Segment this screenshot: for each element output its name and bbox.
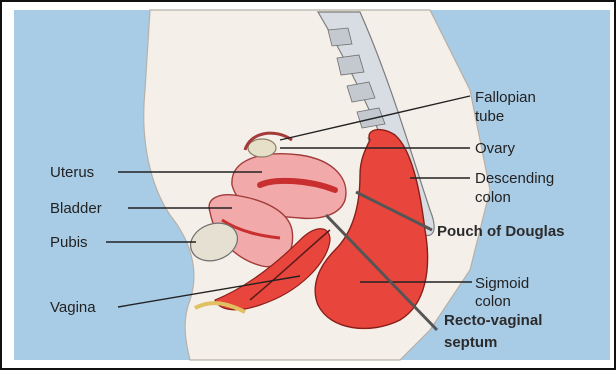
label-descending-line2: colon xyxy=(475,189,511,206)
label-sigmoid-line2: colon xyxy=(475,293,511,310)
label-bladder: Bladder xyxy=(50,200,102,217)
label-fallopian-line2: tube xyxy=(475,108,504,125)
label-fallopian-line1: Fallopian xyxy=(475,89,536,106)
label-pouch-of-douglas: Pouch of Douglas xyxy=(437,223,565,240)
label-recto-vaginal-line1: Recto-vaginal xyxy=(444,312,542,329)
vertebra-2 xyxy=(337,55,364,75)
label-recto-vaginal-line2: septum xyxy=(444,334,497,351)
label-descending-line1: Descending xyxy=(475,170,554,187)
label-ovary: Ovary xyxy=(475,140,516,157)
label-uterus: Uterus xyxy=(50,164,94,181)
vertebra-1 xyxy=(328,28,352,46)
label-pubis: Pubis xyxy=(50,234,88,251)
ovary xyxy=(248,139,276,157)
label-sigmoid-line1: Sigmoid xyxy=(475,275,529,292)
label-vagina: Vagina xyxy=(50,299,96,316)
